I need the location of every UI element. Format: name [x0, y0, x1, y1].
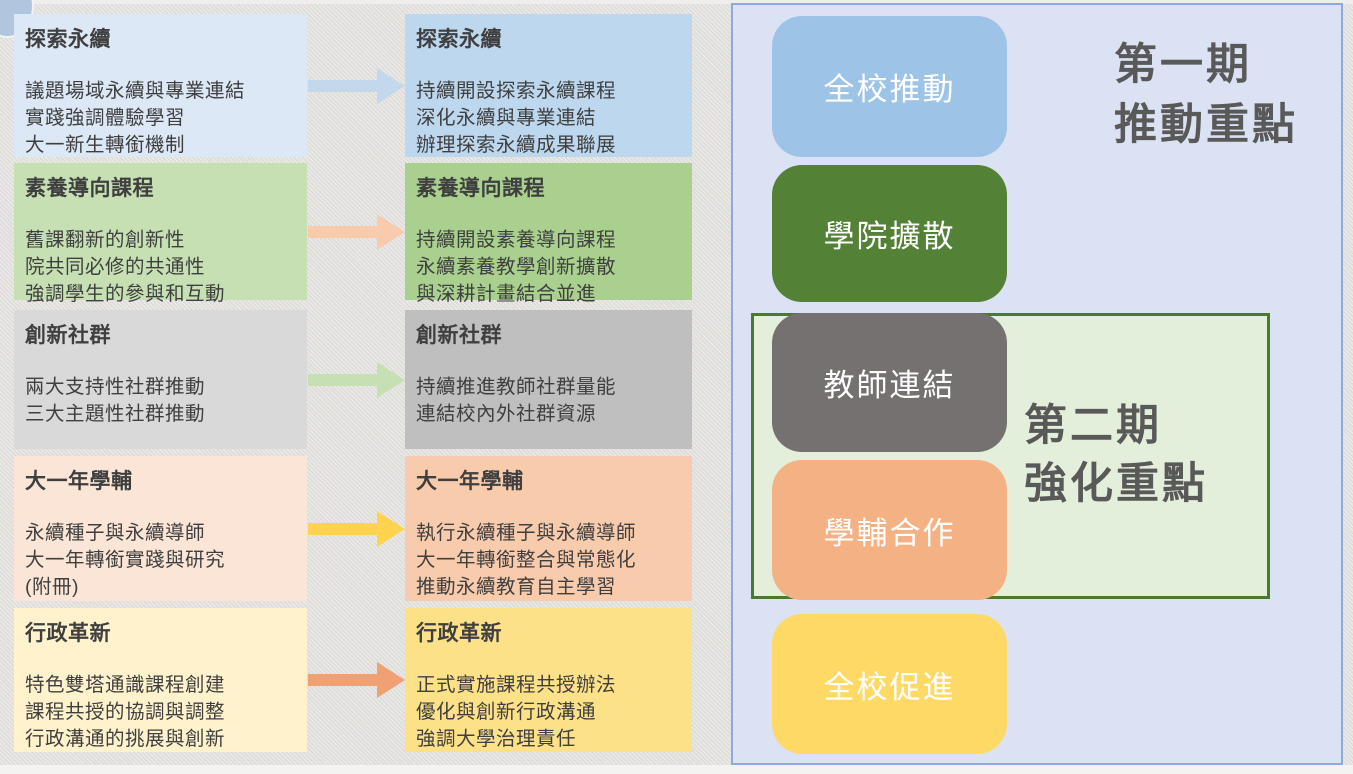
- box-line: 兩大支持性社群推動: [25, 376, 206, 398]
- badge-label: 學輔合作: [823, 515, 956, 551]
- box-line: 正式實施課程共授辦法: [416, 674, 617, 696]
- phase2-heading-line2: 強化重點: [1024, 460, 1208, 508]
- box-admin-innovation-phase2: 行政革新 正式實施課程共授辦法 優化與創新行政溝通 強調大學治理責任: [405, 608, 692, 752]
- badge-label: 教師連結: [823, 368, 956, 403]
- phase-summary-panel: 全校推動 學院擴散 教師連結 學輔合作 全校促進 第一期 推動重點 第二期 強化…: [731, 3, 1343, 765]
- box-line: 大一年轉銜整合與常態化: [416, 549, 637, 571]
- right-arrow-icon: [308, 310, 405, 449]
- box-title: 素養導向課程: [25, 177, 154, 200]
- box-line: 舊課翻新的創新性: [25, 229, 186, 251]
- box-line: 辦理探索永續成果聯展: [416, 134, 617, 156]
- box-line: 永續素養教學創新擴散: [416, 256, 617, 278]
- badge-label: 全校推動: [823, 72, 956, 107]
- box-line: 持續開設素養導向課程: [416, 229, 617, 251]
- badge-guidance-cooperation: 學輔合作: [772, 460, 1007, 600]
- box-line: 強調學生的參與和互動: [25, 283, 226, 305]
- box-line: 特色雙塔通識課程創建: [25, 674, 226, 696]
- box-line: 執行永續種子與永續導師: [416, 522, 637, 544]
- box-line: 深化永續與專業連結: [416, 107, 597, 129]
- box-line: 大一年轉銜實踐與研究: [25, 549, 226, 571]
- box-line: 三大主題性社群推動: [25, 403, 206, 425]
- box-competency-courses-phase1: 素養導向課程 舊課翻新的創新性 院共同必修的共通性 強調學生的參與和互動: [14, 163, 307, 305]
- box-title: 大一年學輔: [25, 470, 133, 493]
- phase2-heading-line1: 第二期: [1024, 402, 1162, 450]
- right-arrow-icon: [308, 14, 405, 157]
- box-innovation-community-phase1: 創新社群 兩大支持性社群推動 三大主題性社群推動: [14, 310, 307, 449]
- box-line: 與深耕計畫結合並進: [416, 283, 597, 305]
- top-edge-strip: [0, 0, 1353, 4]
- box-line: 推動永續教育自主學習: [416, 576, 617, 598]
- box-competency-courses-phase2: 素養導向課程 持續開設素養導向課程 永續素養教學創新擴散 與深耕計畫結合並進: [405, 163, 692, 305]
- box-line: 大一新生轉銜機制: [25, 134, 186, 156]
- box-line: 優化與創新行政溝通: [416, 701, 597, 723]
- box-title: 素養導向課程: [416, 177, 545, 200]
- box-line: (附冊): [25, 576, 79, 598]
- box-line: 院共同必修的共通性: [25, 256, 206, 278]
- phase1-heading-line1: 第一期: [1114, 41, 1252, 89]
- box-title: 創新社群: [416, 324, 502, 347]
- badge-teacher-connection: 教師連結: [772, 313, 1007, 452]
- box-explore-sustainability-phase2: 探索永續 持續開設探索永續課程 深化永續與專業連結 辦理探索永續成果聯展: [405, 14, 692, 157]
- badge-school-wide-promotion: 全校推動: [772, 16, 1007, 157]
- badge-school-wide-facilitation: 全校促進: [772, 614, 1007, 754]
- box-title: 探索永續: [25, 28, 111, 51]
- box-freshman-guidance-phase1: 大一年學輔 永續種子與永續導師 大一年轉銜實踐與研究 (附冊): [14, 456, 307, 601]
- right-arrow-icon: [308, 608, 405, 752]
- box-line: 議題場域永續與專業連結: [25, 80, 246, 102]
- box-title: 探索永續: [416, 28, 502, 51]
- phase2-heading: 第二期 強化重點: [1024, 397, 1208, 513]
- box-title: 行政革新: [25, 622, 111, 645]
- bottom-edge-strip: [0, 765, 1353, 774]
- phase1-heading-line2: 推動重點: [1114, 101, 1298, 149]
- badge-label: 全校促進: [823, 669, 956, 705]
- right-arrow-icon: [308, 456, 405, 601]
- box-title: 大一年學輔: [416, 470, 524, 493]
- box-line: 持續開設探索永續課程: [416, 80, 617, 102]
- badge-college-diffusion: 學院擴散: [772, 165, 1007, 302]
- box-line: 行政溝通的挑展與創新: [25, 728, 226, 750]
- box-freshman-guidance-phase2: 大一年學輔 執行永續種子與永續導師 大一年轉銜整合與常態化 推動永續教育自主學習: [405, 456, 692, 601]
- box-line: 課程共授的協調與調整: [25, 701, 226, 723]
- box-title: 行政革新: [416, 622, 502, 645]
- box-line: 強調大學治理責任: [416, 728, 577, 750]
- box-innovation-community-phase2: 創新社群 持續推進教師社群量能 連結校內外社群資源: [405, 310, 692, 449]
- phase1-heading: 第一期 推動重點: [1114, 35, 1298, 155]
- box-line: 永續種子與永續導師: [25, 522, 206, 544]
- box-line: 持續推進教師社群量能: [416, 376, 617, 398]
- right-arrow-icon: [308, 163, 405, 300]
- box-explore-sustainability-phase1: 探索永續 議題場域永續與專業連結 實踐強調體驗學習 大一新生轉銜機制: [14, 14, 307, 157]
- box-line: 實踐強調體驗學習: [25, 107, 186, 129]
- box-admin-innovation-phase1: 行政革新 特色雙塔通識課程創建 課程共授的協調與調整 行政溝通的挑展與創新: [14, 608, 307, 752]
- box-title: 創新社群: [25, 324, 111, 347]
- box-line: 連結校內外社群資源: [416, 403, 597, 425]
- badge-label: 學院擴散: [823, 219, 956, 254]
